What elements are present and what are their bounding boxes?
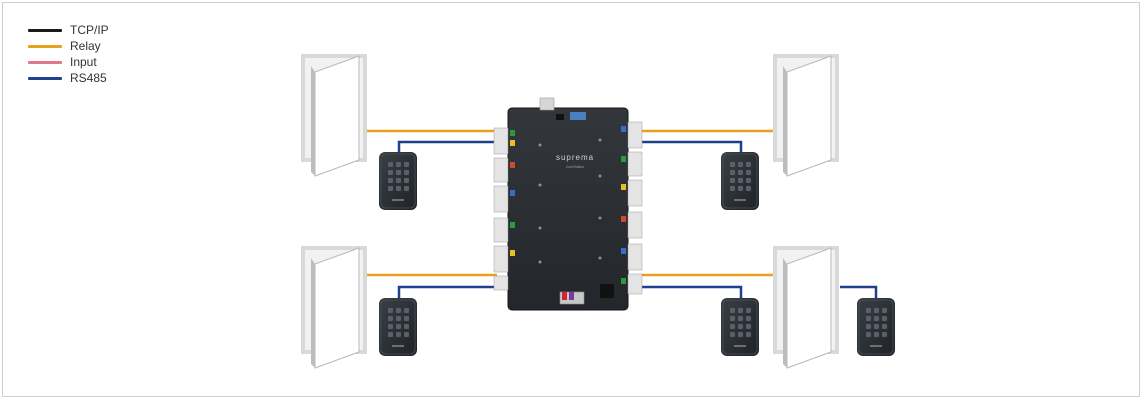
controller-board: suprema CoreStation: [493, 97, 643, 311]
legend-swatch-input: [28, 60, 62, 64]
legend-swatch-rs485: [28, 76, 62, 80]
reader-bottom-right-outer: [856, 297, 896, 357]
legend-swatch-tcpip: [28, 28, 62, 32]
door-top-right: [772, 53, 840, 177]
legend-item-relay: Relay: [28, 38, 109, 54]
legend-label-tcpip: TCP/IP: [70, 23, 109, 37]
board-leds: [538, 138, 602, 264]
legend-swatch-relay: [28, 44, 62, 48]
reader-top-right: [720, 151, 760, 211]
controller-model: CoreStation: [566, 165, 585, 169]
left-terminals: [493, 127, 509, 291]
relay-wires: [367, 129, 775, 277]
controller-brand: suprema: [556, 153, 594, 162]
rs485-wire-bottom-right-outer: [840, 285, 878, 298]
rs485-wire-top-left: [397, 140, 497, 152]
rs485-wire-bottom-right: [640, 285, 743, 298]
legend-item-tcpip: TCP/IP: [28, 22, 109, 38]
rs485-wire-bottom-left: [397, 285, 497, 298]
legend: TCP/IP Relay Input RS485: [28, 22, 109, 86]
terminal-color-markers: [510, 126, 626, 284]
legend-label-input: Input: [70, 55, 97, 69]
reader-top-left: [378, 151, 418, 211]
right-terminals: [627, 121, 643, 295]
legend-label-relay: Relay: [70, 39, 101, 53]
legend-item-rs485: RS485: [28, 70, 109, 86]
door-top-left: [300, 53, 368, 177]
rs485-wires: [397, 140, 878, 298]
legend-item-input: Input: [28, 54, 109, 70]
reader-bottom-left: [378, 297, 418, 357]
door-bottom-left: [300, 245, 368, 369]
rs485-wire-top-right: [640, 140, 743, 152]
reader-bottom-right-inner: [720, 297, 760, 357]
door-bottom-right: [772, 245, 840, 369]
legend-label-rs485: RS485: [70, 71, 107, 85]
